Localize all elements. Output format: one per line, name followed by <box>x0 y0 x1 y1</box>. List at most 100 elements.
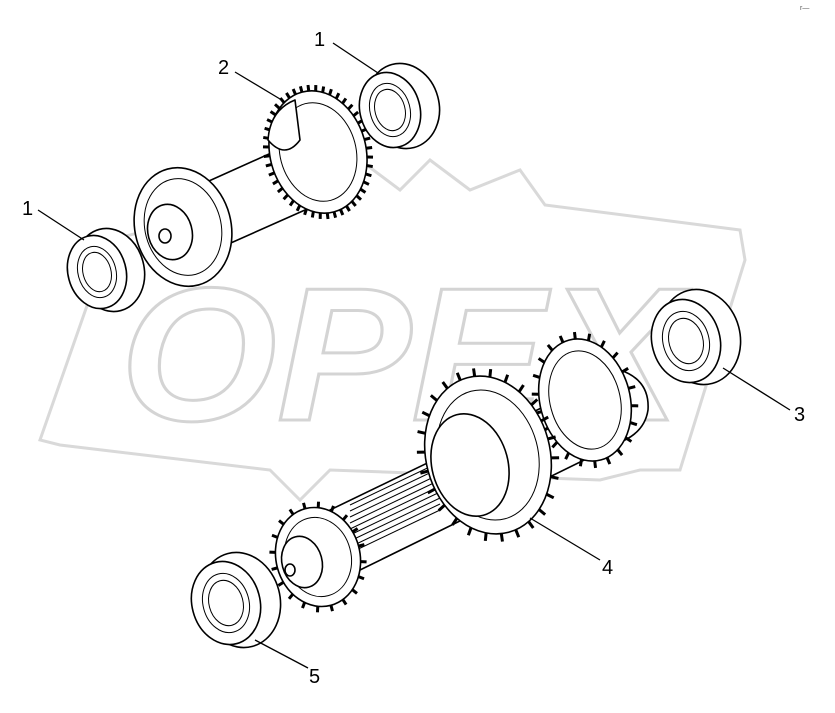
gear-tooth <box>605 457 612 465</box>
gear-tooth <box>629 421 638 427</box>
spline-groove <box>349 461 441 506</box>
gear-tooth <box>437 504 446 512</box>
gear-tooth <box>472 368 477 377</box>
gear-tooth <box>517 384 525 393</box>
gear-tooth <box>419 469 429 475</box>
gear-tooth <box>271 566 278 571</box>
gear-tooth <box>355 194 363 201</box>
callout-label-4: 4 <box>602 557 613 579</box>
gear-tooth <box>310 211 315 218</box>
gear-tooth <box>302 502 307 510</box>
gear-tooth <box>345 205 351 212</box>
gear-tooth <box>342 514 349 521</box>
spline-groove <box>349 485 441 530</box>
callout-5: 5 <box>254 639 320 688</box>
gear-tooth <box>514 529 521 538</box>
gear-tooth <box>339 208 345 216</box>
gear-tooth <box>616 448 624 456</box>
gear-tooth <box>351 527 359 533</box>
gear-tooth <box>547 435 557 441</box>
gear-tooth <box>427 487 436 495</box>
gear-tooth <box>558 335 565 343</box>
gear-tooth <box>366 164 374 169</box>
gear-tooth <box>347 103 354 111</box>
gear-tooth <box>321 86 326 93</box>
gear-tooth <box>628 385 636 390</box>
gear-tooth <box>350 200 357 207</box>
gear-tooth <box>421 410 431 418</box>
gear-tooth <box>564 452 571 460</box>
callout-label-3: 3 <box>794 404 805 426</box>
gear-tooth <box>272 179 279 186</box>
callout-1a: 1 <box>314 29 379 74</box>
gear-tooth <box>276 187 284 194</box>
gear-tooth <box>277 581 285 587</box>
bearing-upper-right <box>358 62 441 150</box>
gear-tooth <box>301 601 307 609</box>
gear-tooth <box>329 604 334 612</box>
upper-gear-shaft <box>133 84 374 288</box>
callout-3: 3 <box>722 367 805 426</box>
gear-tooth <box>550 475 559 480</box>
gear-tooth <box>593 460 598 469</box>
gear-tooth <box>503 374 510 383</box>
gear-tooth <box>455 372 462 381</box>
callout-label-2: 2 <box>218 57 229 79</box>
gear-tooth <box>532 373 541 379</box>
bearing-upper-left <box>66 227 146 313</box>
gear-tooth <box>329 505 335 513</box>
gear-tooth <box>488 368 493 378</box>
gear-tooth <box>306 84 311 92</box>
gear-tooth <box>334 92 341 100</box>
gear-tooth <box>537 357 546 364</box>
gear-tooth <box>466 527 473 536</box>
spline-groove <box>349 509 441 554</box>
gear-tooth <box>499 533 504 542</box>
gear-tooth <box>546 344 554 352</box>
gear-tooth <box>263 154 271 158</box>
gear-tooth <box>540 415 549 423</box>
gear-tooth <box>358 543 365 548</box>
gear-tooth <box>451 517 459 526</box>
callout-label-1b: 1 <box>22 198 33 220</box>
gear-tooth <box>303 208 308 216</box>
gear-tooth <box>357 575 365 581</box>
gear-tooth <box>362 180 370 186</box>
gear-tooth <box>611 351 619 359</box>
gear-tooth <box>429 394 438 402</box>
gear-tooth <box>273 103 281 110</box>
gear-tooth <box>578 459 584 467</box>
corner-mark: r— <box>800 5 809 12</box>
gear-tooth <box>538 508 547 516</box>
gear-tooth <box>365 146 373 150</box>
gear-tooth <box>551 441 559 449</box>
gear-tooth <box>332 211 338 219</box>
spline-groove <box>349 479 441 524</box>
gear-tooth <box>572 331 577 340</box>
gear-tooth <box>341 97 348 105</box>
gear-tooth <box>530 398 539 406</box>
gear-tooth <box>282 193 289 201</box>
gear-tooth <box>365 172 372 178</box>
gear-tooth <box>265 162 273 168</box>
gear-tooth <box>325 212 330 220</box>
callout-4: 4 <box>529 517 613 579</box>
callout-label-5: 5 <box>309 666 320 688</box>
gear-tooth <box>359 187 367 194</box>
gear-tooth <box>268 171 275 177</box>
gear-tooth <box>288 508 295 516</box>
gear-tooth <box>291 88 297 96</box>
callout-label-1a: 1 <box>314 29 325 51</box>
gear-tooth <box>483 532 488 542</box>
shaft-middle-gear <box>416 368 560 542</box>
bearing-right <box>650 288 742 386</box>
gear-tooth <box>285 92 291 99</box>
gear-tooth <box>278 519 285 526</box>
spline-groove <box>349 473 441 518</box>
lower-splined-shaft <box>269 331 649 613</box>
gear-tooth <box>624 436 633 443</box>
gear-tooth <box>599 340 606 348</box>
gear-tooth <box>271 533 279 539</box>
gear-tooth <box>328 88 333 96</box>
